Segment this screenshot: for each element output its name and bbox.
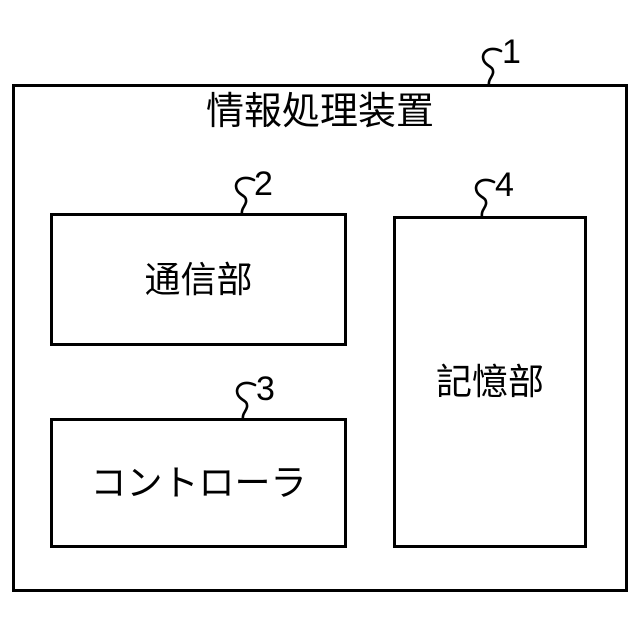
ref-number-device: 1	[502, 33, 521, 71]
ref-number-controller: 3	[256, 370, 275, 408]
block-storage-unit: 記憶部	[393, 216, 587, 548]
block-label: コントローラ	[90, 462, 307, 503]
leader-squiggle-icon	[474, 178, 496, 217]
block-controller: コントローラ	[50, 418, 347, 548]
ref-number-storage: 4	[495, 166, 514, 204]
block-communication-unit: 通信部	[50, 213, 347, 346]
block-label: 通信部	[144, 258, 253, 300]
leader-squiggle-icon	[481, 47, 503, 86]
block-label: 記憶部	[435, 361, 544, 402]
ref-number-communication: 2	[254, 165, 273, 203]
leader-squiggle-icon	[234, 176, 256, 215]
device-title-label: 情報処理装置	[205, 91, 434, 133]
leader-squiggle-icon	[235, 381, 257, 420]
